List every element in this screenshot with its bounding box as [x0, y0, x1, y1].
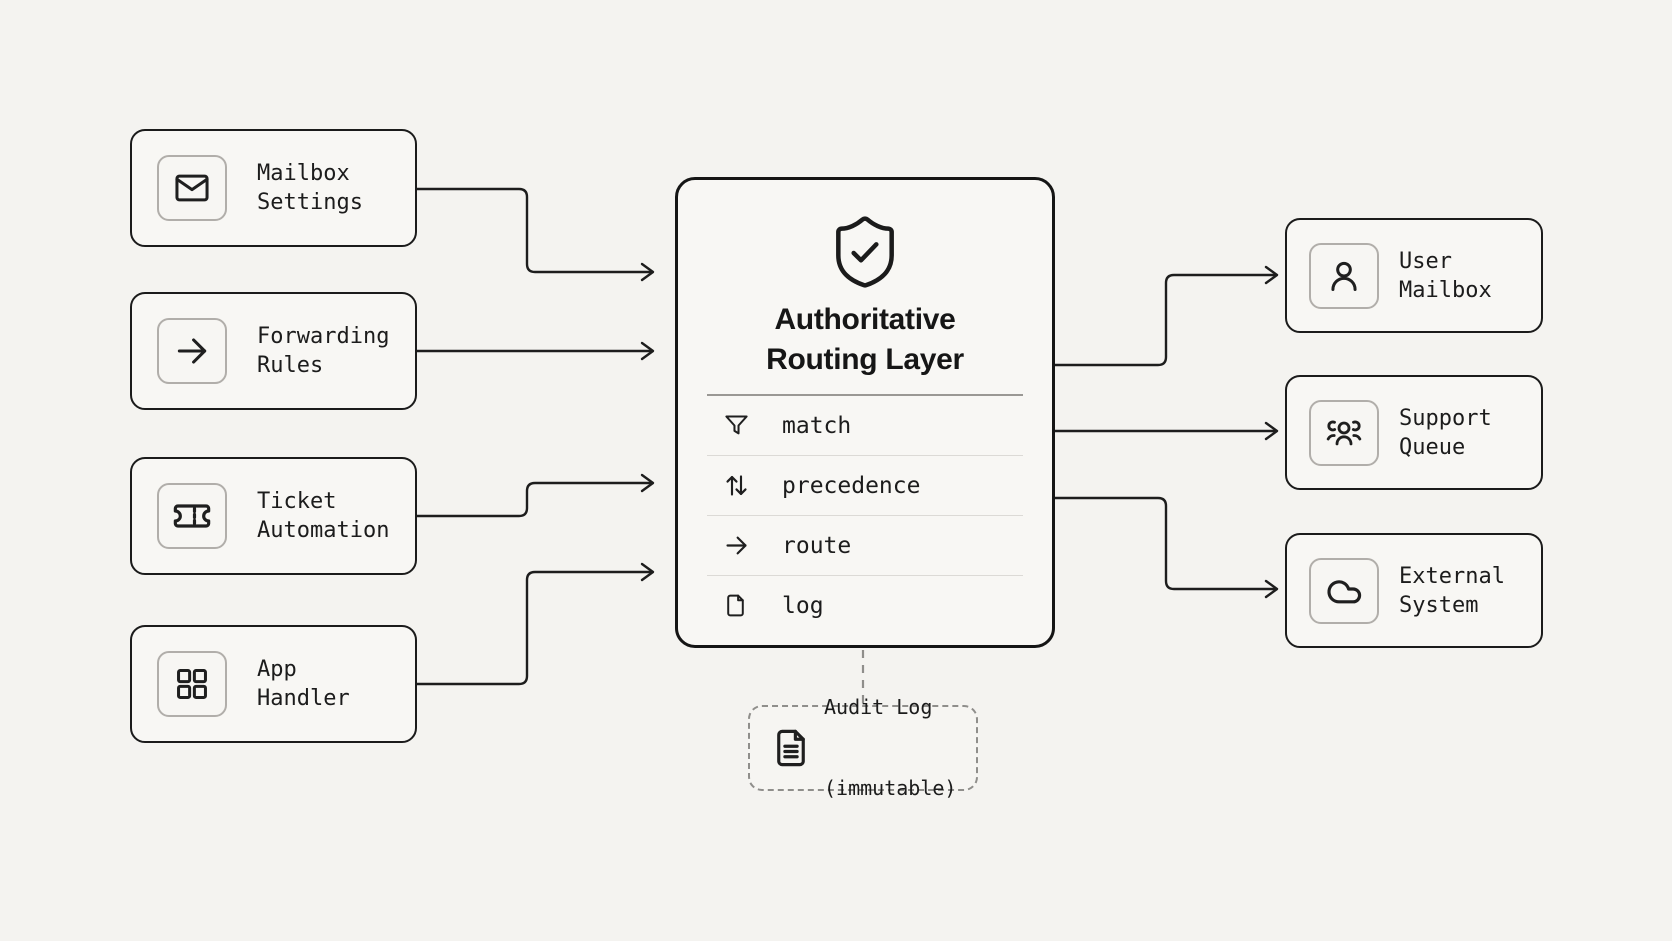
arrowhead: [640, 262, 655, 282]
wire-hub-to-usermailbox: [1053, 273, 1277, 367]
file-text-icon: [777, 729, 805, 767]
hub-step-label: match: [782, 412, 852, 439]
icon-tile: [157, 155, 227, 221]
hub-step-match: match: [707, 396, 1023, 455]
hub-step-label: route: [782, 532, 852, 559]
icon-tile: [1309, 242, 1379, 309]
wire-mailbox-to-hub: [415, 187, 653, 274]
icon-tile: [1309, 399, 1379, 466]
user-icon: [1331, 261, 1357, 291]
hub-title: Authoritative Routing Layer: [766, 303, 964, 376]
icon-tile: [157, 651, 227, 717]
ticket-icon: [173, 504, 211, 528]
hub-step-precedence: precedence: [707, 455, 1023, 515]
hub-step-label: precedence: [782, 472, 921, 499]
arrowhead: [640, 473, 655, 493]
hub-step-log: log: [707, 575, 1023, 635]
audit-label: Audit Log (immutable): [824, 695, 957, 800]
arrowhead: [1264, 579, 1279, 599]
cloud-icon: [1327, 579, 1362, 603]
icon-tile: [157, 318, 227, 384]
arrow-up-down-icon: [726, 475, 747, 496]
hub-step-route: route: [707, 515, 1023, 575]
shield-check-icon: [836, 216, 894, 288]
hub-step-list: match precedence route: [707, 396, 1023, 645]
arrowhead: [640, 341, 655, 361]
icon-tile: [157, 483, 227, 549]
icon-tile: [1309, 557, 1379, 624]
node-authoritative-routing-layer: Authoritative Routing Layer match: [675, 177, 1055, 648]
wire-apphandler-to-hub: [415, 570, 653, 686]
arrow-right-icon: [177, 338, 207, 364]
arrowhead: [1264, 421, 1279, 441]
wire-ticket-to-hub: [415, 481, 653, 518]
filter-icon: [725, 415, 748, 435]
file-icon: [727, 594, 744, 617]
users-icon: [1326, 420, 1362, 445]
grid-icon: [177, 669, 207, 699]
arrowhead: [640, 562, 655, 582]
mail-icon: [175, 174, 209, 202]
wire-hub-to-externalsystem: [1053, 496, 1277, 591]
title-divider: [707, 394, 1023, 396]
arrowhead: [1264, 265, 1279, 285]
node-audit-log: Audit Log (immutable): [748, 695, 978, 800]
arrow-right-icon: [726, 536, 747, 555]
hub-step-label: log: [782, 592, 824, 619]
